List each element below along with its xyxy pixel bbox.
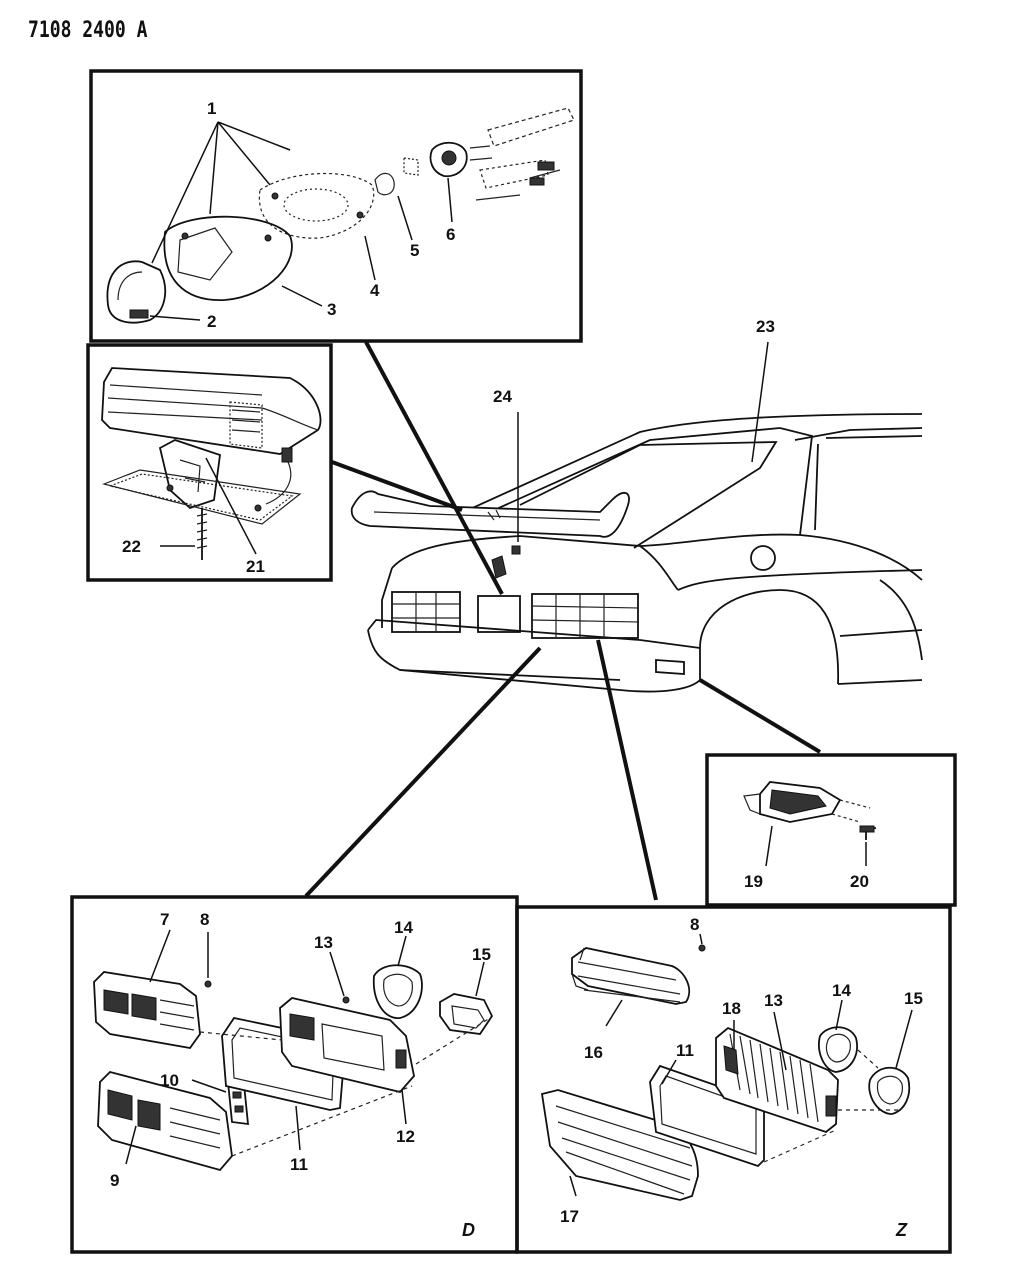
callout-18: 18 [722, 999, 741, 1018]
callout-14-z: 14 [832, 981, 851, 1000]
callout-12: 12 [396, 1127, 415, 1146]
callout-17: 17 [560, 1207, 579, 1226]
callout-5: 5 [410, 241, 419, 260]
callout-1-leaders [151, 121, 291, 264]
lamp-lens-plate-part [258, 172, 375, 239]
callout-15-z: 15 [904, 989, 923, 1008]
callout-23-leader [751, 341, 769, 463]
callout-10: 10 [160, 1071, 179, 1090]
callout-14-leader-z [835, 999, 843, 1031]
panel-high-mount-lamp-frame [86, 343, 333, 582]
panel-side-marker: 19 20 [705, 753, 957, 907]
callout-3: 3 [327, 300, 336, 319]
callout-14-d: 14 [394, 918, 413, 937]
socket-gasket-part-14-d [372, 964, 423, 1019]
callout-17-leader [569, 1175, 577, 1197]
lamp-lens-part [106, 260, 167, 324]
panel-tail-lamp-z: 8 16 17 11 18 13 14 15 Z [515, 905, 952, 1254]
lamp-socket-part [429, 141, 493, 178]
link-right-panel [596, 639, 658, 901]
callout-15-leader-d [475, 961, 485, 997]
callout-15-leader-z [895, 1009, 913, 1069]
vehicle-license-pocket [477, 595, 521, 633]
callout-23: 23 [756, 317, 775, 336]
screw-13-d [342, 996, 350, 1004]
link-high-mount [331, 460, 463, 512]
tail-lamp-upper-part-7 [93, 971, 201, 1049]
housing-part-12 [279, 997, 415, 1094]
callout-19-leader [765, 825, 773, 867]
callout-13-z: 13 [764, 991, 783, 1010]
callout-6-leader [447, 177, 453, 223]
callout-9-leader [125, 1125, 137, 1165]
panel-license-lamp: 1 2 3 4 5 6 [89, 69, 583, 343]
callout-11-leader-z [661, 1059, 677, 1085]
callout-16: 16 [584, 1043, 603, 1062]
callout-8-d: 8 [200, 910, 209, 929]
callout-15-d: 15 [472, 945, 491, 964]
vehicle-rear-view: 24 23 [350, 317, 923, 693]
housing-part-18 [715, 1026, 839, 1134]
callout-20: 20 [850, 872, 869, 891]
tail-lamp-lower-part-9 [97, 1070, 233, 1172]
screw-8-d [204, 980, 212, 988]
callout-2: 2 [207, 312, 216, 331]
callout-21: 21 [246, 557, 265, 576]
callout-19: 19 [744, 872, 763, 891]
panel-tag-d: D [462, 1220, 475, 1240]
vehicle-tail-lamp-left [391, 591, 461, 633]
callout-11-leader-d [295, 1105, 301, 1151]
link-left-panel [304, 646, 542, 898]
callout-22: 22 [122, 537, 141, 556]
link-side-marker [698, 678, 822, 754]
callout-7-leader [149, 929, 171, 983]
callout-12-leader [401, 1089, 407, 1125]
lamp-bulb-part [374, 157, 419, 196]
socket-part-15-z [868, 1066, 911, 1115]
callout-2-leader [149, 315, 201, 321]
gasket-part-11-z [649, 1064, 765, 1168]
fuel-door [750, 545, 776, 571]
vehicle-tail-lamp-right [531, 593, 639, 639]
panel-tail-lamp-d: 7 8 9 10 11 12 13 14 15 D [70, 895, 519, 1254]
callout-13-d: 13 [314, 933, 333, 952]
panel-side-marker-frame [705, 753, 957, 907]
panel-tail-lamp-z-frame [515, 905, 952, 1254]
lamp-wiring-part [475, 107, 575, 201]
callout-11-z: 11 [676, 1041, 694, 1060]
rear-spoiler [350, 490, 630, 538]
link-license-lamp [364, 341, 504, 595]
socket-part-15-d [439, 993, 494, 1035]
callout-13-leader-d [329, 951, 345, 997]
panel-license-lamp-frame [89, 69, 583, 343]
callout-9: 9 [110, 1171, 119, 1190]
callout-5-leader [397, 195, 413, 241]
callout-8-z: 8 [690, 915, 699, 934]
rear-bumper [367, 629, 701, 693]
callout-24: 24 [493, 387, 512, 406]
callout-8-leader-z [699, 933, 703, 945]
callout-1: 1 [207, 99, 216, 118]
drawing-code: 7108 2400 A [28, 18, 148, 43]
callout-13-leader-z [773, 1011, 787, 1071]
callout-7: 7 [160, 910, 169, 929]
callout-11-d: 11 [290, 1155, 308, 1174]
callout-14-leader-d [397, 935, 407, 967]
high-mount-lamp-body [101, 367, 322, 455]
callout-4: 4 [370, 281, 380, 300]
callout-6: 6 [446, 225, 455, 244]
lamp-housing-part [163, 215, 293, 301]
callout-3-leader [281, 285, 323, 307]
high-mount-mounting-plate [102, 469, 302, 525]
callout-16-leader [605, 999, 623, 1027]
callout-4-leader [364, 235, 376, 281]
callout-21-leader [205, 457, 257, 555]
callout-10-leader [191, 1079, 227, 1093]
panel-high-mount-lamp: 22 21 [86, 343, 333, 582]
vehicle-side-marker [655, 659, 685, 675]
fascia-upper-part-16 [571, 947, 691, 1005]
screw-8-z [698, 944, 706, 952]
panel-tag-z: Z [895, 1220, 908, 1240]
